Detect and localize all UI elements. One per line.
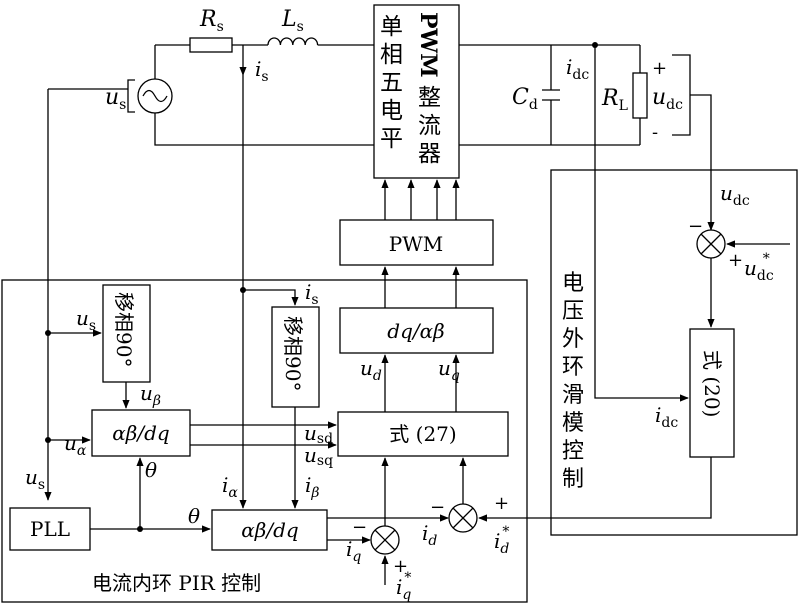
- rect-char-0: 单: [380, 14, 403, 40]
- outer-loop-frame: [550, 169, 798, 536]
- udc-label: udc: [652, 85, 683, 113]
- pwm-block-label: PWM: [389, 232, 444, 256]
- id-ref-label: id*: [494, 524, 509, 557]
- outer-char-0: 电: [562, 271, 584, 296]
- udc-plus: +: [652, 58, 667, 79]
- us-bracket: [127, 79, 135, 113]
- is-shift-label: is: [305, 280, 319, 308]
- cd-label: Cd: [512, 85, 538, 113]
- id-ref-wire: [478, 457, 712, 522]
- voltage-summer-minus: −: [688, 216, 703, 237]
- pll-block-label: PLL: [30, 517, 70, 541]
- inner-loop-frame: [1, 279, 528, 603]
- eq20-block: [689, 328, 735, 458]
- udc-fb-label: udc: [720, 181, 750, 209]
- udc-feedback-wire: [690, 94, 715, 231]
- usd-label: usd: [304, 421, 333, 447]
- rect-char-4: 平: [380, 126, 403, 152]
- id-label: id: [422, 521, 437, 549]
- eq20-block-label: 式 (20): [700, 350, 724, 417]
- iq-label: iq: [346, 537, 361, 565]
- us-source-label: us: [105, 85, 126, 113]
- id-summer-minus: −: [430, 497, 445, 518]
- rl-label: RL: [601, 86, 628, 114]
- phase-shift-u-label: 移相90°: [112, 292, 136, 367]
- uq-label: uq: [438, 356, 460, 384]
- voltage-summer-cross-icon: [700, 233, 722, 255]
- rect-char-3: 电: [380, 98, 403, 124]
- inductor-ls: [267, 37, 319, 46]
- iq-summer-cross-icon: [374, 529, 396, 551]
- udc-minus: -: [652, 122, 658, 143]
- id-summer-cross-icon: [452, 507, 474, 529]
- alphabeta-dq-upper-block: [91, 409, 191, 457]
- abdq-upper-label: αβ/dq: [112, 421, 169, 445]
- us-pll-label: us: [25, 465, 45, 493]
- i-beta-label: iβ: [305, 473, 320, 501]
- phase-shift-i-label: 移相90°: [281, 316, 305, 391]
- ls-label: Ls: [281, 7, 304, 35]
- outer-char-5: 模: [562, 411, 584, 436]
- outer-char-7: 制: [562, 467, 584, 492]
- i-alpha-label: iα: [222, 473, 238, 501]
- iq-summer-plus: +: [393, 556, 408, 577]
- dqab-block-label: dq/αβ: [387, 319, 444, 343]
- idc-feedback-wire: [594, 45, 689, 402]
- power-stage: [47, 4, 715, 509]
- usq-label: usq: [304, 443, 333, 469]
- u-alpha-label: uα: [64, 431, 87, 459]
- inner-loop-label: 电流内环 PIR 控制: [92, 571, 261, 595]
- sine-wave-icon: [142, 89, 168, 103]
- pll-block: [9, 507, 91, 551]
- resistor-rs: [189, 37, 233, 53]
- udc-ref-label: udc*: [744, 251, 774, 284]
- u-beta-label: uβ: [140, 381, 161, 409]
- outer-char-4: 滑: [562, 383, 584, 408]
- iq-ref-label: iq*: [396, 570, 411, 603]
- abdq-lower-label: αβ/dq: [241, 518, 298, 542]
- theta-lower-label: θ: [188, 504, 200, 528]
- eq27-block-label: 式 (27): [389, 422, 456, 446]
- rect-char-5: 整: [418, 85, 441, 111]
- outer-char-2: 外: [562, 327, 584, 352]
- voltage-summer-plus: +: [728, 250, 743, 271]
- udc-bracket: [672, 54, 691, 136]
- capacitor-cd: [542, 89, 560, 101]
- us-shift-label: us: [76, 306, 96, 334]
- source-bottom-wire: [154, 122, 374, 146]
- load-resistor-rl: [632, 72, 648, 119]
- theta-upper-label: θ: [145, 458, 157, 482]
- rect-pwm-text: PWM: [415, 12, 441, 78]
- id-summer-plus: +: [494, 493, 509, 514]
- pwm-block: [339, 219, 494, 266]
- outer-char-6: 控: [562, 439, 584, 464]
- outer-loop-label: 电 压 外 环 滑 模 控 制: [562, 271, 584, 492]
- idc-fb-label: idc: [655, 403, 678, 431]
- rect-char-2: 五: [380, 70, 403, 96]
- outer-char-3: 环: [562, 355, 584, 380]
- rectifier-block: [373, 4, 460, 179]
- alphabeta-dq-lower-block: [211, 509, 328, 551]
- rectifier-label: 单 相 五 电 平 PWM 整 流 器: [380, 12, 441, 167]
- phase-shift-i-block: [271, 306, 320, 408]
- rect-char-6: 流: [418, 113, 441, 139]
- rs-label: Rs: [199, 7, 224, 35]
- outer-char-1: 压: [562, 299, 584, 324]
- iq-summer-minus: −: [352, 517, 367, 538]
- is-to-shift-wire: [243, 289, 299, 306]
- rect-char-7: 器: [418, 141, 441, 167]
- ud-label: ud: [360, 356, 382, 384]
- rect-char-1: 相: [380, 42, 403, 68]
- is-label: is: [255, 57, 269, 85]
- eq27-block: [337, 411, 509, 457]
- phase-shift-u-block: [102, 284, 151, 383]
- idc-label: idc: [566, 55, 589, 83]
- dq-alphabeta-block: [339, 307, 494, 354]
